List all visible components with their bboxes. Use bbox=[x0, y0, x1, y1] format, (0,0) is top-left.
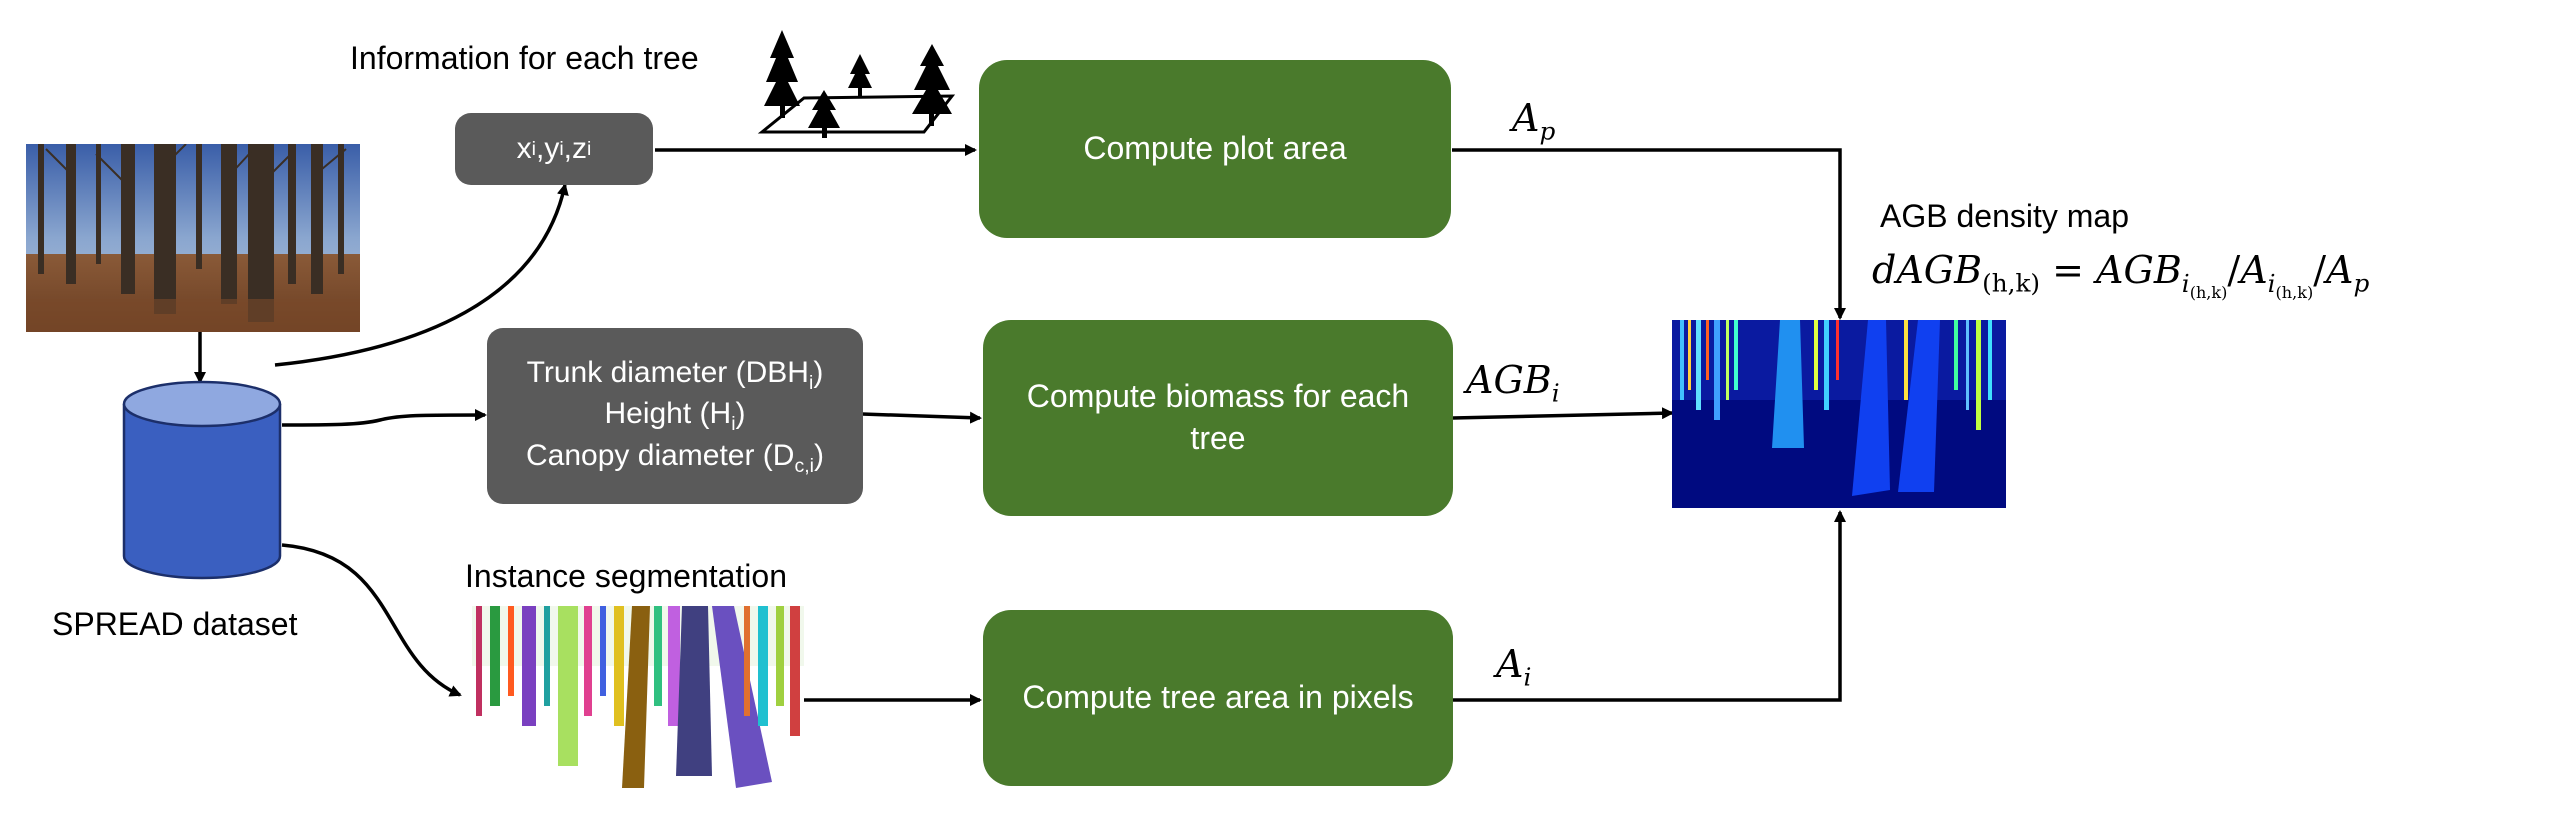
coord-x: x bbox=[516, 132, 532, 165]
compute-tree-area-box: Compute tree area in pixels bbox=[983, 610, 1453, 786]
feature-line1-sub: i bbox=[808, 371, 814, 394]
arrow-agbi-to-map bbox=[1452, 407, 1674, 420]
forest-photo bbox=[26, 144, 360, 332]
coord-sep-1: , bbox=[535, 132, 545, 165]
formula-term2-sub-i: i bbox=[2267, 268, 2276, 298]
formula-equals: = bbox=[2040, 248, 2097, 292]
coord-x-sub: i bbox=[531, 137, 536, 160]
feature-line2-end: ) bbox=[735, 397, 746, 431]
feature-height: Height (Hi) bbox=[604, 395, 745, 436]
ap-symbol: A bbox=[1512, 96, 1540, 140]
formula-term3: A bbox=[2326, 248, 2354, 292]
formula-term1-sub: i(h,k) bbox=[2181, 268, 2228, 302]
instance-segmentation-image bbox=[472, 606, 804, 788]
formula-term1: AGB bbox=[2096, 248, 2182, 292]
agb-density-formula: dAGB(h,k) = AGBi(h,k)/Ai(h,k)/Ap bbox=[1872, 248, 2369, 302]
ai-symbol: A bbox=[1496, 642, 1524, 686]
ap-label: Ap bbox=[1512, 96, 1555, 146]
spread-dataset-label: SPREAD dataset bbox=[52, 606, 298, 642]
arrow-dataset-to-features bbox=[281, 409, 487, 427]
feature-line2-text: Height (H bbox=[604, 397, 732, 431]
arrow-features-to-biomass bbox=[861, 411, 982, 424]
agb-density-map-image bbox=[1672, 320, 2006, 508]
formula-lhs-sub: (h,k) bbox=[1982, 268, 2041, 298]
coord-z-sub: i bbox=[587, 137, 592, 160]
arrow-ai-to-map bbox=[1452, 510, 1846, 702]
formula-term1-subsub: (h,k) bbox=[2189, 282, 2228, 302]
instance-segmentation-label: Instance segmentation bbox=[465, 558, 787, 594]
feature-line3-text: Canopy diameter (D bbox=[526, 438, 795, 472]
coord-z: z bbox=[572, 132, 588, 165]
coord-y: y bbox=[544, 132, 560, 165]
feature-trunk-diameter: Trunk diameter (DBHi) bbox=[527, 354, 824, 395]
feature-line2-sub: i bbox=[731, 413, 736, 436]
compute-biomass-box: Compute biomass for each tree bbox=[983, 320, 1453, 516]
formula-slash-1: / bbox=[2227, 248, 2241, 292]
dataset-cylinder-icon bbox=[122, 380, 282, 580]
arrow-ap-to-map bbox=[1452, 148, 1846, 320]
info-each-tree-label: Information for each tree bbox=[350, 40, 699, 76]
formula-term2-sub: i(h,k) bbox=[2267, 268, 2314, 302]
formula-term2-subsub: (h,k) bbox=[2275, 282, 2314, 302]
ai-label: Ai bbox=[1496, 642, 1531, 692]
formula-slash-2: / bbox=[2313, 248, 2327, 292]
feature-line1-end: ) bbox=[813, 355, 824, 389]
agb-density-map-label: AGB density map bbox=[1880, 198, 2129, 234]
formula-term3-sub: p bbox=[2353, 268, 2370, 298]
coord-sep-2: , bbox=[563, 132, 573, 165]
ap-sub: p bbox=[1539, 116, 1556, 146]
agbi-label: AGBi bbox=[1466, 358, 1560, 408]
feature-line3-sub: c,i bbox=[794, 454, 814, 477]
tree-plot-icon bbox=[757, 30, 956, 138]
agbi-sub: i bbox=[1551, 378, 1560, 408]
arrow-to-coords bbox=[274, 183, 569, 367]
feature-canopy-diameter: Canopy diameter (Dc,i) bbox=[526, 437, 824, 478]
feature-line3-end: ) bbox=[813, 438, 824, 472]
coord-y-sub: i bbox=[559, 137, 564, 160]
feature-line1-text: Trunk diameter (DBH bbox=[526, 355, 809, 389]
formula-term1-sub-i: i bbox=[2181, 268, 2190, 298]
formula-lhs: dAGB bbox=[1872, 248, 1983, 292]
arrow-dataset-to-segmentation bbox=[281, 543, 462, 697]
agbi-symbol: AGB bbox=[1466, 358, 1552, 402]
ai-sub: i bbox=[1523, 662, 1532, 692]
tree-features-box: Trunk diameter (DBHi) Height (Hi) Canopy… bbox=[487, 328, 863, 504]
formula-term2: A bbox=[2240, 248, 2268, 292]
compute-plot-area-box: Compute plot area bbox=[979, 60, 1451, 238]
